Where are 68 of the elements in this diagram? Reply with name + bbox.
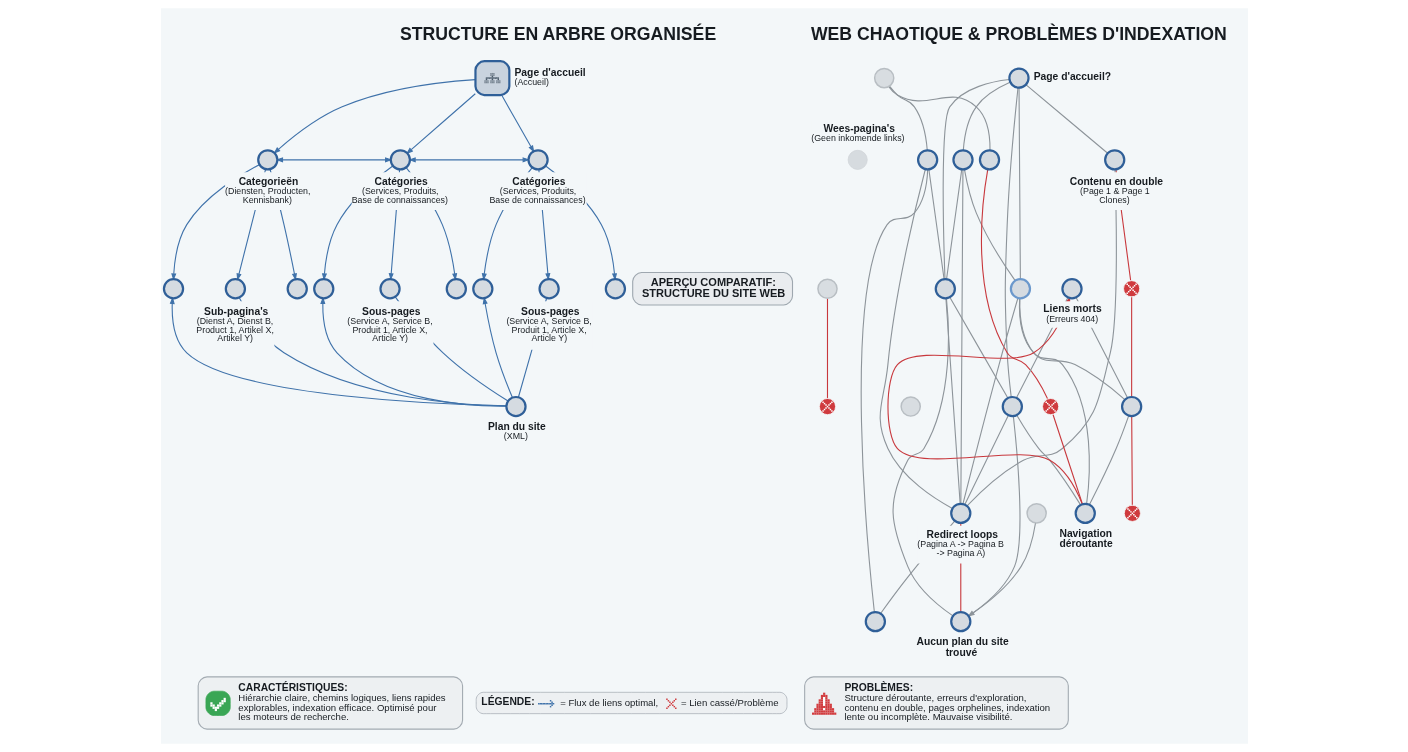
node-label: Navigation déroutante <box>1058 528 1113 550</box>
node-circle <box>604 278 626 300</box>
node-circle <box>864 610 886 633</box>
label: STRUCTURE EN ARBRE ORGANISÉE <box>399 23 716 44</box>
connector <box>888 85 928 151</box>
node-circle <box>899 396 921 417</box>
connector <box>1130 415 1133 506</box>
node-circle <box>1001 395 1023 418</box>
node-box: CARACTÉRISTIQUES: Hiérarchie claire, chemins logiques, liens rapides explorables, indexation efficace. Optimisé pour les moteurs de recherche. <box>197 676 463 730</box>
node-circle <box>951 149 974 171</box>
arrow <box>275 157 392 163</box>
arrow <box>482 296 513 398</box>
node-circle <box>286 278 308 300</box>
connector <box>962 81 1011 151</box>
legend-label: = Flux de liens optimal, <box>559 696 658 708</box>
connector <box>1130 296 1132 398</box>
node-label: Plan du site <box>487 421 546 433</box>
legend-label: = Lien cassé/Problème <box>680 696 778 708</box>
node-label: (Accueil) <box>514 77 549 88</box>
node-circle <box>873 67 894 89</box>
node-label: Page d'accueil? <box>1033 71 1111 83</box>
node-circle <box>504 395 527 418</box>
connector <box>1051 414 1083 505</box>
arrow <box>272 79 476 154</box>
node-label: Aucun plan du site trouvé <box>916 636 1009 658</box>
arrow <box>319 296 507 407</box>
node-circle <box>162 278 184 300</box>
node-label: Wees-pagina's <box>822 123 895 135</box>
node-circle <box>1007 67 1030 89</box>
node-circle <box>1009 278 1031 300</box>
connector <box>879 168 953 509</box>
connector <box>948 296 1008 399</box>
node-circle <box>1025 503 1047 524</box>
node-circle <box>916 149 938 171</box>
node-circle <box>847 149 868 170</box>
node-circle <box>934 278 956 300</box>
label: LÉGENDE: <box>480 696 535 708</box>
connector <box>945 169 962 280</box>
node-box: PROBLÈMES: Structure déroutante, erreurs d'exploration, contenu en double, pages orphelines, indexation lente ou incomplète. Mauvaise visibilité. <box>803 676 1069 730</box>
node-circle <box>312 278 334 300</box>
node-circle <box>978 149 1000 171</box>
connector <box>1088 415 1129 506</box>
connector <box>887 86 991 151</box>
node-box <box>473 60 510 97</box>
node-circle <box>1120 395 1142 418</box>
node-circle <box>949 610 971 633</box>
connector <box>826 297 828 399</box>
node-circle <box>471 278 493 300</box>
connector <box>942 79 1010 280</box>
label: WEB CHAOTIQUE & PROBLÈMES D'INDEXATION <box>810 23 1227 44</box>
connector <box>927 169 945 280</box>
arrow <box>169 296 507 407</box>
connector <box>1015 414 1081 506</box>
connector <box>963 415 1009 505</box>
connector <box>892 297 953 617</box>
node-box: APERÇU COMPARATIF: STRUCTURE DU SITE WEB <box>631 271 793 306</box>
connector <box>1025 84 1108 154</box>
connector <box>1004 87 1019 398</box>
connector <box>1018 87 1021 280</box>
node-circle <box>445 278 467 300</box>
node-circle <box>816 278 838 300</box>
arrow <box>500 94 534 153</box>
node-circle <box>1074 502 1096 525</box>
node-label: (XML) <box>503 431 528 442</box>
node-label: (Geen inkomende links) <box>810 133 905 144</box>
node-label: Page d'accueil <box>514 67 586 79</box>
arrow <box>405 93 476 155</box>
connector <box>963 168 1016 282</box>
